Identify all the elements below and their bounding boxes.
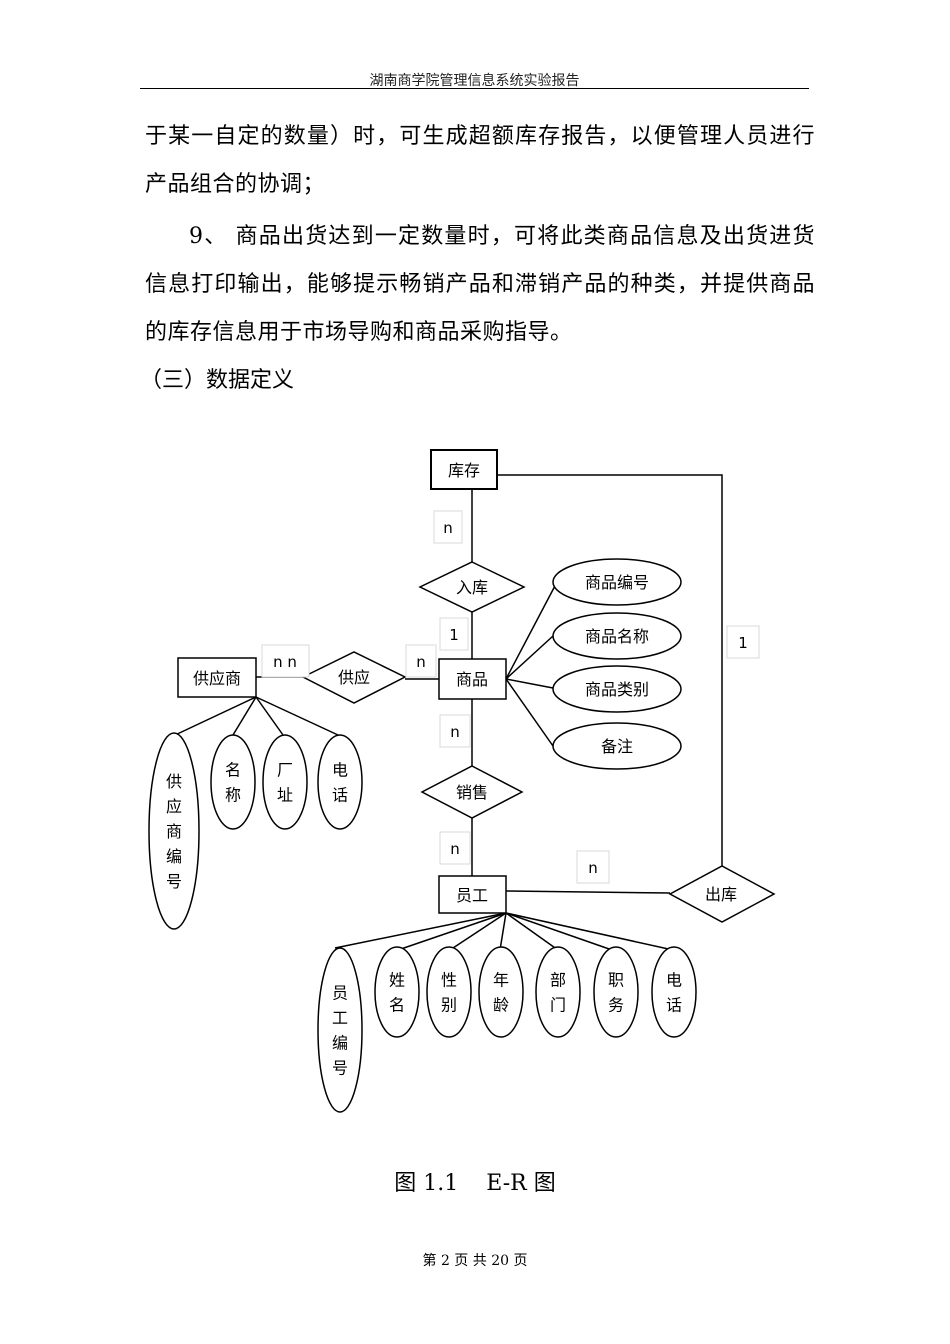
svg-text:1: 1 (738, 634, 748, 652)
svg-text:商品名称: 商品名称 (585, 627, 649, 646)
svg-text:备注: 备注 (601, 737, 633, 756)
card-inventory-stockin: n (433, 510, 463, 544)
svg-text:销售: 销售 (456, 783, 488, 802)
card-product-sales: n (439, 714, 471, 748)
attr-product-id: 商品编号 (552, 558, 682, 606)
svg-text:姓名: 姓名 (389, 971, 405, 1015)
attr-employee-age-label: 年龄 (493, 971, 509, 1015)
svg-text:电话: 电话 (332, 761, 348, 805)
attr-supplier-phone-label: 电话 (332, 761, 348, 805)
page-header: 湖南商学院管理信息系统实验报告 (369, 73, 580, 89)
svg-text:职务: 职务 (608, 971, 624, 1015)
section-title: （三）数据定义 (140, 368, 295, 393)
attr-employee-department-label: 部门 (550, 971, 566, 1015)
paragraph-1: 于某一自定的数量）时，可生成超额库存报告，以便管理人员进行产品组合的协调； (145, 124, 815, 197)
relation-supply: 供应 (301, 651, 407, 704)
attr-supplier-phone: 电话 (317, 734, 363, 830)
svg-text:名称: 名称 (225, 761, 241, 805)
svg-text:年龄: 年龄 (493, 971, 509, 1015)
entity-employee: 员工 (438, 875, 507, 914)
attr-employee-department: 部门 (535, 946, 581, 1038)
card-supplier-supply: n n (261, 644, 310, 678)
svg-text:出库: 出库 (705, 885, 737, 904)
card-stockin-product: 1 (439, 617, 469, 651)
attr-product-category: 商品类别 (552, 665, 682, 713)
entity-inventory: 库存 (430, 449, 498, 490)
page-footer: 第 2 页 共 20 页 (422, 1253, 528, 1269)
attr-product-name: 商品名称 (552, 612, 682, 660)
attr-product-remark: 备注 (552, 722, 682, 770)
card-supply-product: n (405, 644, 437, 678)
svg-text:电话: 电话 (666, 971, 682, 1015)
paragraph-2: 9、 商品出货达到一定数量时，可将此类商品信息及出货进货信息打印输出，能够提示畅… (145, 224, 815, 345)
header-rule (140, 88, 809, 89)
attr-supplier-address: 厂址 (262, 734, 308, 830)
attr-employee-phone: 电话 (651, 946, 697, 1038)
svg-text:员工: 员工 (456, 886, 488, 905)
attr-employee-name: 姓名 (374, 946, 420, 1038)
svg-text:厂址: 厂址 (277, 761, 293, 805)
attr-employee-gender-label: 性别 (441, 971, 457, 1015)
svg-text:部门: 部门 (550, 971, 566, 1015)
svg-text:入库: 入库 (456, 578, 488, 597)
attr-employee-id: 员工编号 (317, 947, 363, 1113)
attr-supplier-name-label: 名称 (225, 761, 241, 805)
svg-text:n: n (450, 840, 460, 858)
svg-text:供应商: 供应商 (193, 669, 241, 688)
svg-text:n: n (443, 519, 453, 537)
svg-text:商品: 商品 (456, 670, 488, 689)
relation-sales: 销售 (420, 765, 524, 819)
relation-stock-in: 入库 (418, 561, 526, 613)
svg-text:n: n (450, 723, 460, 741)
attr-employee-phone-label: 电话 (666, 971, 682, 1015)
card-sales-employee: n (439, 831, 471, 865)
figure-caption: 图 1.1 E-R 图 (394, 1171, 556, 1196)
attr-supplier-name: 名称 (210, 734, 256, 830)
svg-text:商品编号: 商品编号 (585, 573, 649, 592)
entity-product: 商品 (438, 658, 507, 700)
attr-employee-position: 职务 (593, 946, 639, 1038)
svg-text:库存: 库存 (448, 461, 480, 480)
svg-text:n: n (588, 859, 598, 877)
svg-text:1: 1 (449, 626, 459, 644)
svg-text:n n: n n (273, 653, 297, 671)
svg-text:员工编号: 员工编号 (332, 984, 348, 1078)
svg-text:供应商编号: 供应商编号 (166, 772, 182, 891)
attr-employee-gender: 性别 (426, 946, 472, 1038)
attr-employee-age: 年龄 (478, 946, 524, 1038)
svg-text:供应: 供应 (338, 668, 370, 687)
card-stockout-inventory: 1 (726, 625, 760, 659)
card-employee-stockout: n (576, 850, 610, 884)
attr-supplier-id: 供应商编号 (148, 732, 200, 930)
attr-employee-position-label: 职务 (608, 971, 624, 1015)
attr-employee-id-label: 员工编号 (332, 984, 348, 1078)
svg-text:n: n (416, 653, 426, 671)
relation-stock-out: 出库 (668, 865, 776, 923)
attr-supplier-address-label: 厂址 (277, 761, 293, 805)
svg-text:性别: 性别 (441, 971, 457, 1015)
svg-text:商品类别: 商品类别 (585, 680, 649, 699)
attr-supplier-id-label: 供应商编号 (166, 772, 182, 891)
entity-supplier: 供应商 (177, 657, 257, 698)
attr-employee-name-label: 姓名 (389, 971, 405, 1015)
